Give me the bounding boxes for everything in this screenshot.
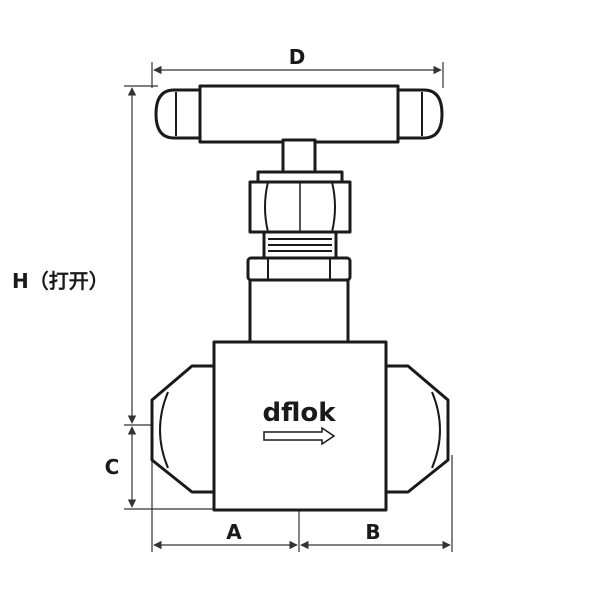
brand-logo: dflok (262, 398, 336, 428)
t-handle (154, 84, 444, 144)
flow-direction-icon (263, 426, 336, 446)
left-end-fitting (150, 364, 216, 494)
right-end-fitting (384, 364, 450, 494)
dimension-label-h: H（打开） (12, 269, 109, 293)
dimension-h (124, 85, 158, 426)
bonnet (248, 278, 350, 344)
dimension-label-d: D (289, 45, 306, 69)
dimension-d (151, 62, 444, 88)
valve-body (212, 340, 388, 512)
stem (281, 138, 317, 174)
dimension-label-b: B (365, 520, 380, 544)
dimension-label-a: A (226, 520, 242, 544)
dimension-label-c: C (105, 455, 120, 479)
dimension-c (124, 426, 214, 510)
bonnet-nut (246, 256, 352, 282)
thread (262, 230, 338, 260)
dimension-ab (151, 455, 453, 552)
hex-packing-nut (248, 170, 352, 234)
